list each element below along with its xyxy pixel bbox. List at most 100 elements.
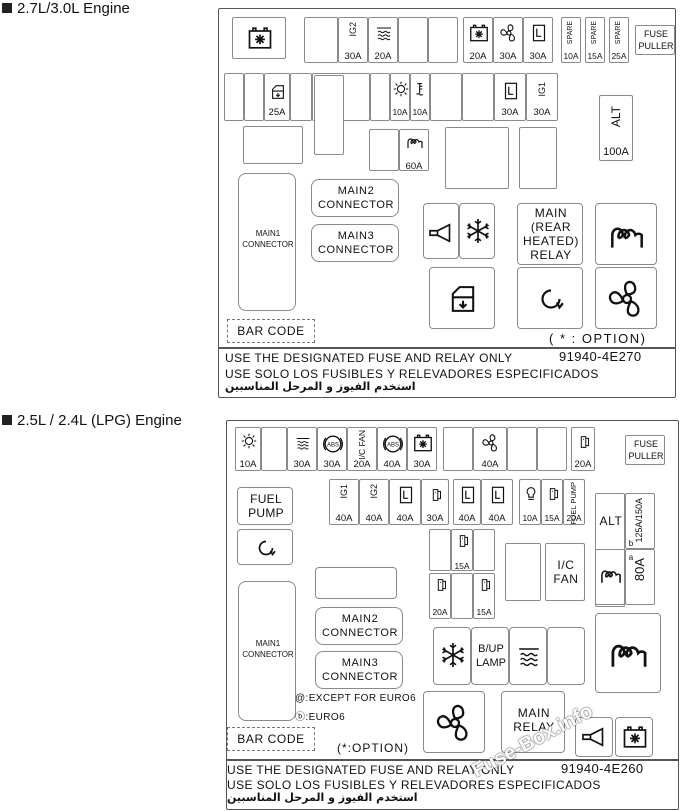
main1-connector[interactable]: MAIN1 CONNECTOR bbox=[238, 581, 296, 721]
coil-icon bbox=[606, 630, 652, 676]
horn-relay bbox=[575, 717, 613, 757]
fuse-puller[interactable]: FUSE PULLER bbox=[635, 25, 675, 55]
fuse-amp: 15A bbox=[544, 513, 560, 523]
fuse-heater bbox=[368, 17, 398, 63]
lamp-icon bbox=[544, 484, 562, 504]
fuse-amp: 10A bbox=[522, 513, 538, 523]
note-english: USE THE DESIGNATED FUSE AND RELAY ONLY bbox=[227, 763, 515, 777]
coil-icon bbox=[598, 562, 624, 588]
top-engine-title: 2.7L/3.0L Engine bbox=[2, 0, 130, 17]
main-relay-line2: (REAR bbox=[530, 220, 572, 234]
door-icon bbox=[269, 82, 287, 102]
relay-slot bbox=[519, 127, 557, 189]
fuse-amp: 20A bbox=[374, 51, 392, 62]
heater-icon bbox=[374, 22, 394, 44]
fuse-fuel-pump: FUEL PUMP bbox=[563, 479, 585, 525]
fuse-gear bbox=[235, 427, 261, 471]
fuse-amp: 30A bbox=[293, 459, 311, 470]
fuse-slot bbox=[370, 73, 390, 121]
ic-fan-relay: I/C FAN bbox=[545, 543, 585, 601]
fuse-ic-fan: I/C FAN bbox=[347, 427, 377, 471]
part-number: 91940-4E260 bbox=[561, 761, 644, 776]
bup-lamp-relay: B/UP LAMP bbox=[471, 627, 509, 685]
main3-connector[interactable]: MAIN3 CONNECTOR bbox=[315, 651, 403, 689]
heater-icon bbox=[294, 432, 312, 454]
fuse-puller-label: FUSE PULLER bbox=[638, 29, 674, 51]
main1-connector[interactable]: MAIN1 CONNECTOR bbox=[238, 173, 296, 311]
fuse-slot bbox=[314, 75, 344, 155]
fuse-battery bbox=[407, 427, 437, 471]
spare-fuse-1: SPARE bbox=[561, 17, 581, 63]
fuse-bulb bbox=[519, 479, 541, 525]
lamp-heater-relay bbox=[509, 627, 547, 685]
horn-relay bbox=[423, 203, 459, 259]
lamp-icon bbox=[454, 532, 472, 550]
fuse-door bbox=[523, 17, 553, 63]
fuel-pump-label: FUEL PUMP bbox=[248, 492, 284, 520]
fuse-amp: 30A bbox=[344, 51, 362, 62]
relay-slot bbox=[243, 126, 303, 164]
fuse-amp: 30A bbox=[413, 459, 431, 470]
relay-slot bbox=[445, 127, 509, 189]
fuse-label-ig1: IG1 bbox=[537, 82, 547, 97]
fuse-puller-label: FUSE PULLER bbox=[628, 439, 664, 461]
lamp-icon bbox=[427, 484, 445, 506]
alt-mark-a: a bbox=[628, 553, 634, 562]
main2-connector[interactable]: MAIN2 CONNECTOR bbox=[311, 179, 399, 217]
main3-connector[interactable]: MAIN3 CONNECTOR bbox=[311, 224, 399, 262]
coil-relay bbox=[595, 613, 661, 693]
spare-amp: 10A bbox=[563, 51, 579, 61]
fuse-amp: 20A bbox=[432, 607, 448, 617]
fuse-puller[interactable]: FUSE PULLER bbox=[625, 435, 665, 465]
fuse-lamp-15a bbox=[451, 529, 473, 571]
relay-slot bbox=[315, 567, 397, 599]
ic-fan-relay-label: I/C FAN bbox=[553, 558, 579, 586]
ic-fan-label: I/C FAN bbox=[357, 430, 367, 460]
main-relay-line4: RELAY bbox=[530, 248, 572, 262]
coil-relay bbox=[595, 203, 657, 265]
refresh-icon bbox=[253, 535, 279, 561]
main3-connector-label: MAIN3 CONNECTOR bbox=[317, 230, 395, 256]
footer-divider bbox=[219, 347, 675, 349]
fuse-slot bbox=[369, 129, 399, 171]
legend-a: @:EXCEPT FOR EURO6 bbox=[295, 693, 417, 704]
spare-label: SPARE bbox=[591, 21, 598, 45]
note-english: USE THE DESIGNATED FUSE AND RELAY ONLY bbox=[225, 351, 513, 365]
fuse-lamp-20a bbox=[429, 573, 451, 619]
fuse-door-40a bbox=[481, 479, 513, 525]
bar-code-label: BAR CODE bbox=[237, 324, 305, 338]
alt-mark-b: b bbox=[628, 539, 634, 548]
fuse-heater bbox=[287, 427, 317, 471]
fuse-battery bbox=[463, 17, 493, 63]
battery-icon bbox=[246, 22, 274, 54]
main2-connector-label: MAIN2 CONNECTOR bbox=[317, 185, 395, 211]
main-relay: MAIN RELAY bbox=[501, 691, 565, 753]
main-rear-relay: MAIN (REAR HEATED) RELAY bbox=[517, 203, 583, 265]
abs-icon bbox=[321, 431, 345, 457]
fan-icon bbox=[498, 22, 520, 44]
lamp-icon bbox=[432, 576, 450, 594]
fuse-icon bbox=[528, 22, 550, 44]
fuse-icon bbox=[487, 484, 509, 506]
main2-connector[interactable]: MAIN2 CONNECTOR bbox=[315, 607, 403, 645]
fuse-slot bbox=[451, 573, 473, 619]
fuse-amp: 40A bbox=[365, 513, 383, 524]
relay-slot bbox=[505, 543, 541, 601]
fuse-amp: 40A bbox=[488, 513, 506, 524]
fuse-amp: 40A bbox=[396, 513, 414, 524]
fuse-fan bbox=[493, 17, 523, 63]
top-fuse-panel: IG2 30A 20A 20A 30A 30A SPARE 10A SPARE … bbox=[218, 8, 676, 398]
snowflake-icon bbox=[463, 216, 493, 246]
refresh-relay-small bbox=[237, 529, 293, 565]
fuse-amp: 30A bbox=[529, 51, 547, 62]
fuse-icon bbox=[500, 80, 522, 102]
battery-icon bbox=[412, 432, 434, 454]
fuse-slot bbox=[304, 17, 338, 63]
spare-label: SPARE bbox=[567, 21, 574, 45]
fuse-coolant bbox=[410, 73, 430, 121]
fuse-slot bbox=[290, 73, 312, 121]
note-arabic: استخدم الفيوز و المرحل المناسبين bbox=[225, 380, 416, 393]
fuse-ig2: IG2 bbox=[359, 479, 389, 525]
